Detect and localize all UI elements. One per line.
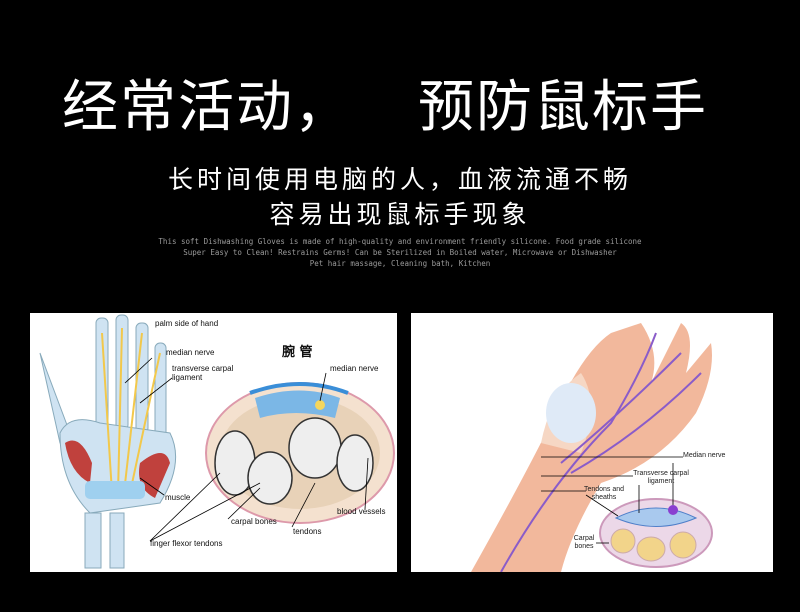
label-finger-flexor-tendons: finger flexor tendons <box>150 539 223 548</box>
fine-print-3: Pet hair massage, Cleaning bath, Kitchen <box>309 259 491 268</box>
label-palm-side: palm side of hand <box>155 319 219 328</box>
subtitle-line-2: 容易出现鼠标手现象 <box>269 200 531 229</box>
label-median-nerve-section: median nerve <box>330 364 379 373</box>
label-tendons-and-sheaths: Tendons and sheaths <box>583 486 625 501</box>
label-muscle: muscle <box>165 493 191 502</box>
fine-print-2: Super Easy to Clean! Restrains Germs! Ca… <box>183 248 617 257</box>
fine-print-1: This soft Dishwashing Gloves is made of … <box>158 237 642 246</box>
headline-right: 预防鼠标手 <box>418 75 708 140</box>
label-carpal-tunnel-title: 腕 管 <box>282 345 313 360</box>
label-carpal-bones: carpal bones <box>231 517 277 526</box>
label-transverse-carpal-ligament: transverse carpal ligament <box>172 364 234 382</box>
label-tendons: tendons <box>293 527 322 536</box>
label-transverse-carpal-ligament: Transverse carpal ligament <box>633 470 689 485</box>
label-median-nerve-hand: median nerve <box>166 348 215 357</box>
hand-anatomy-diagram: palm side of hand 腕 管 median nerve trans… <box>30 313 397 572</box>
headline-left: 经常活动， <box>62 75 352 140</box>
label-blood-vessels: blood vessels <box>337 507 386 516</box>
wrist-anatomy-diagram: Median nerve Transverse carpal ligament … <box>411 313 773 572</box>
subtitle-line-1: 长时间使用电脑的人，血液流通不畅 <box>167 165 632 194</box>
label-median-nerve: Median nerve <box>683 452 726 459</box>
label-carpal-bones: Carpal bones <box>573 535 595 550</box>
hand-illustration <box>39 314 395 569</box>
wrist-illustration <box>471 323 713 572</box>
